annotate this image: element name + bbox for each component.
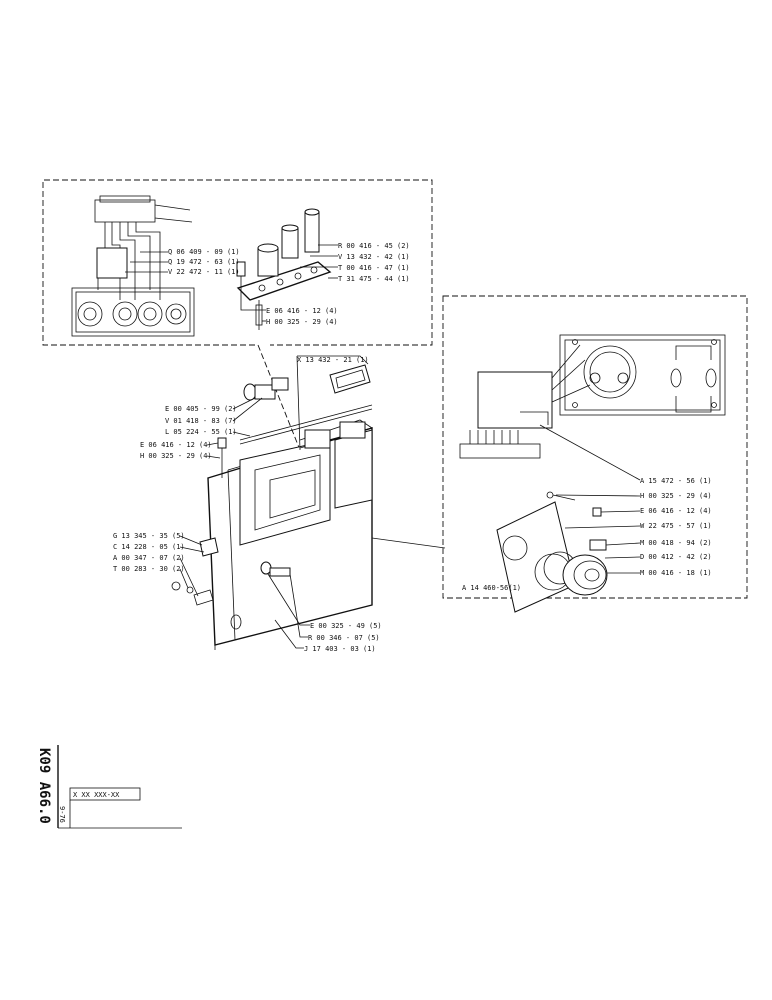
part-labels: Q 06 409 - 09 (1) Q 19 472 - 63 (1) V 22… — [113, 242, 712, 653]
label-e06416-right: E 06 416 - 12 (4) — [640, 507, 712, 515]
label-e00405: E 00 405 - 99 (2) — [165, 405, 237, 413]
title-block: X XX XXX-XX K09 A66.0 9-76 — [36, 745, 182, 829]
control-box-drawing — [459, 334, 726, 459]
main-panel-drawing — [171, 364, 446, 650]
wiring-harness-drawing — [71, 195, 195, 337]
label-v13432: V 13 432 - 42 (1) — [338, 253, 410, 261]
label-l05224: L 05 224 - 55 (1) — [165, 428, 237, 436]
label-v22472: V 22 472 - 11 (1) — [168, 268, 240, 276]
label-h00325-right: H 00 325 - 29 (4) — [640, 492, 712, 500]
label-t31475: T 31 475 - 44 (1) — [338, 275, 410, 283]
label-a14460: A 14 460-56(1) — [462, 584, 521, 592]
label-j17403: J 17 403 - 03 (1) — [304, 645, 376, 653]
label-e06416-top: E 06 416 - 12 (4) — [266, 307, 338, 315]
top-detail-box — [42, 179, 433, 451]
socket-plate-drawing — [496, 491, 608, 613]
label-w22475: W 22 475 - 57 (1) — [640, 522, 712, 530]
label-a15472: A 15 472 - 56 (1) — [640, 477, 712, 485]
template-code: X XX XXX-XX — [73, 791, 120, 799]
label-m00418: M 00 418 - 94 (2) — [640, 539, 712, 547]
document-date: 9-76 — [58, 806, 66, 823]
label-g13345: G 13 345 - 35 (5) — [113, 532, 185, 540]
label-r00346: R 00 346 - 07 (5) — [308, 634, 380, 642]
label-t00416: T 00 416 - 47 (1) — [338, 264, 410, 272]
label-h00325-top: H 00 325 - 29 (4) — [266, 318, 338, 326]
pilot-light-assembly-drawing — [236, 208, 332, 330]
label-c14228: C 14 228 - 05 (1) — [113, 543, 185, 551]
right-detail-box — [442, 295, 748, 599]
label-v01418: V 01 418 - 83 (7) — [165, 417, 237, 425]
label-h00325-mid: H 00 325 - 29 (4) — [140, 452, 212, 460]
label-m00416: M 00 416 - 18 (1) — [640, 569, 712, 577]
document-code: K09 A66.0 — [36, 748, 52, 824]
label-t00283: T 00 283 - 30 (2) — [113, 565, 185, 573]
label-q19472: Q 19 472 - 63 (1) — [168, 258, 240, 266]
label-r00416-45: R 00 416 - 45 (2) — [338, 242, 410, 250]
label-d00412: D 00 412 - 42 (2) — [640, 553, 712, 561]
label-e06416-mid: E 06 416 - 12 (4) — [140, 441, 212, 449]
label-e00325: E 00 325 - 49 (5) — [310, 622, 382, 630]
label-x13432: X 13 432 - 21 (1) — [297, 356, 369, 364]
label-a00347: A 00 347 - 07 (2) — [113, 554, 185, 562]
label-q06409: Q 06 409 - 09 (1) — [168, 248, 240, 256]
